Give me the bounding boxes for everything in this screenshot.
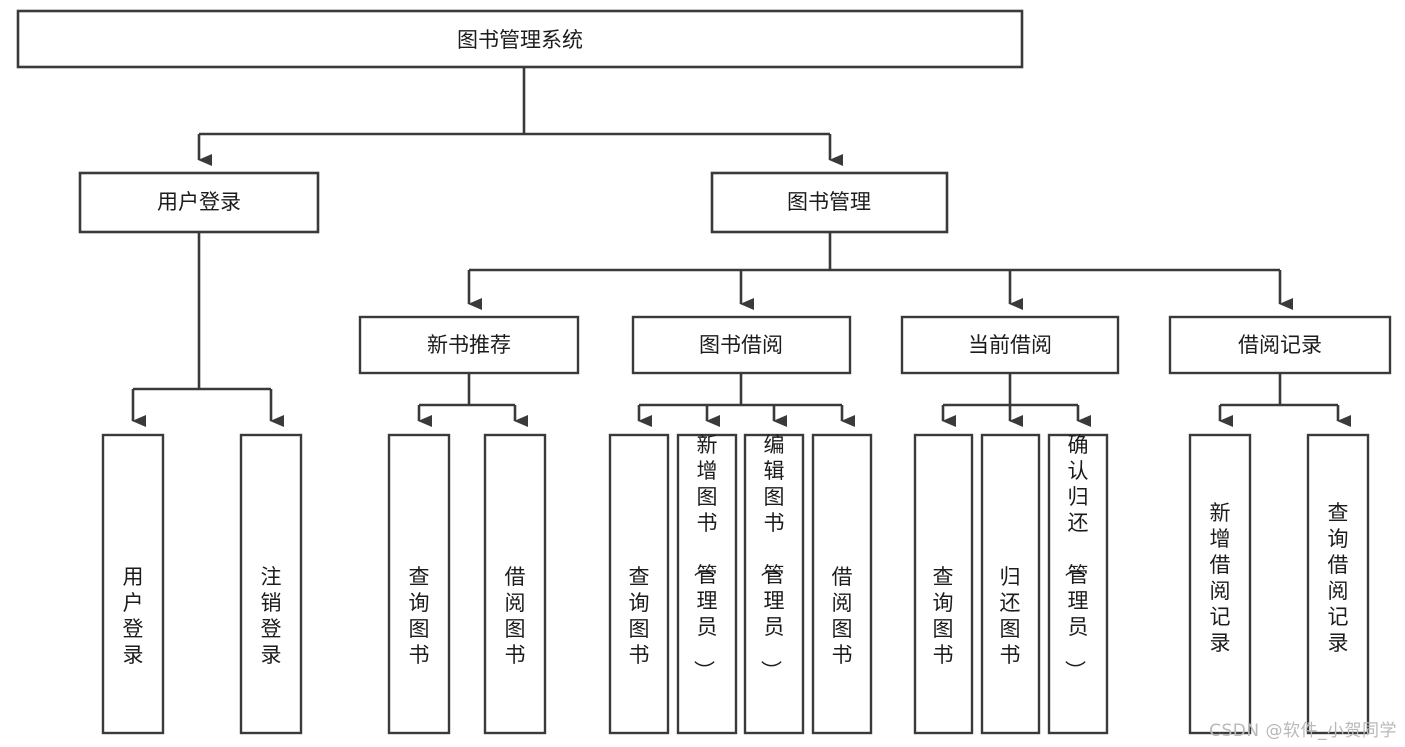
- leaf-box-add-borrow-record[interactable]: [1188, 433, 1252, 735]
- leaf-label-add-book-admin: 新增图书（管理员）: [692, 433, 718, 681]
- node-user-login[interactable]: 用户登录: [78, 171, 320, 234]
- leaf-node[interactable]: 新增图书（管理员）: [676, 433, 738, 735]
- leaf-node[interactable]: 查询借阅记录: [1306, 433, 1370, 735]
- leaf-box-borrow-book[interactable]: [811, 433, 873, 735]
- node-book-borrow[interactable]: 图书借阅: [631, 315, 852, 375]
- node-book-management[interactable]: 图书管理: [710, 171, 949, 234]
- leaf-node[interactable]: 归还图书: [980, 433, 1041, 735]
- node-user-login-label: 用户登录: [157, 190, 241, 214]
- leaf-box-query-book-borrow[interactable]: [608, 433, 670, 735]
- leaf-label-confirm-return-admin: 确认归还（管理员）: [1063, 433, 1089, 681]
- node-new-book-recommend-label: 新书推荐: [427, 333, 511, 357]
- leaf-node[interactable]: 查询图书: [387, 433, 451, 735]
- leaf-node[interactable]: 用户登录: [101, 433, 165, 735]
- leaf-box-user-login[interactable]: [101, 433, 165, 735]
- leaf-label-query-book-new: 查询图书: [409, 565, 430, 667]
- node-current-borrow-box[interactable]: [900, 315, 1120, 375]
- leaf-label-return-book: 归还图书: [1000, 565, 1021, 667]
- leaf-label-add-borrow-record: 新增借阅记录: [1210, 501, 1231, 655]
- leaf-box-return-book[interactable]: [980, 433, 1041, 735]
- node-current-borrow-label: 当前借阅: [968, 333, 1052, 357]
- node-root-label: 图书管理系统: [457, 28, 583, 52]
- leaf-box-add-book-admin[interactable]: [676, 433, 738, 735]
- leaf-node[interactable]: 借阅图书: [483, 433, 547, 735]
- leaf-label-borrow-book-new: 借阅图书: [505, 565, 526, 667]
- node-new-book-recommend[interactable]: 新书推荐: [358, 315, 580, 375]
- leaf-node[interactable]: 借阅图书: [811, 433, 873, 735]
- leaf-label-query-book-borrow: 查询图书: [629, 565, 650, 667]
- leaf-box-query-book-new[interactable]: [387, 433, 451, 735]
- node-borrow-records[interactable]: 借阅记录: [1168, 315, 1392, 375]
- leaf-node[interactable]: 编辑图书（管理员）: [743, 433, 805, 735]
- leaf-box-borrow-book-new[interactable]: [483, 433, 547, 735]
- leaf-node[interactable]: 查询图书: [913, 433, 974, 735]
- node-root[interactable]: 图书管理系统: [16, 9, 1024, 69]
- node-current-borrow[interactable]: 当前借阅: [900, 315, 1120, 375]
- connector-layer: [131, 67, 1351, 427]
- leaf-node[interactable]: 确认归还（管理员）: [1047, 433, 1109, 735]
- leaf-label-query-book-current: 查询图书: [933, 565, 954, 667]
- node-book-borrow-label: 图书借阅: [699, 333, 783, 357]
- leaf-box-edit-book-admin[interactable]: [743, 433, 805, 735]
- leaf-box-confirm-return-admin[interactable]: [1047, 433, 1109, 735]
- leaf-label-logout: 注销登录: [261, 565, 282, 667]
- node-borrow-records-label: 借阅记录: [1238, 333, 1322, 357]
- node-book-management-box[interactable]: [710, 171, 949, 234]
- node-book-management-label: 图书管理: [787, 190, 871, 214]
- leaf-label-edit-book-admin: 编辑图书（管理员）: [759, 433, 785, 681]
- leaf-box-query-borrow-record[interactable]: [1306, 433, 1370, 735]
- leaf-label-borrow-book: 借阅图书: [832, 565, 853, 667]
- node-new-book-recommend-box[interactable]: [358, 315, 580, 375]
- leaf-node[interactable]: 查询图书: [608, 433, 670, 735]
- leaf-node[interactable]: 新增借阅记录: [1188, 433, 1252, 735]
- leaf-label-query-borrow-record: 查询借阅记录: [1328, 501, 1349, 655]
- node-user-login-box[interactable]: [78, 171, 320, 234]
- leaf-node[interactable]: 注销登录: [239, 433, 303, 735]
- leaf-label-user-login: 用户登录: [123, 565, 144, 667]
- node-book-borrow-box[interactable]: [631, 315, 852, 375]
- node-root-box[interactable]: [16, 9, 1024, 69]
- leaf-box-logout[interactable]: [239, 433, 303, 735]
- leaf-box-query-book-current[interactable]: [913, 433, 974, 735]
- node-borrow-records-box[interactable]: [1168, 315, 1392, 375]
